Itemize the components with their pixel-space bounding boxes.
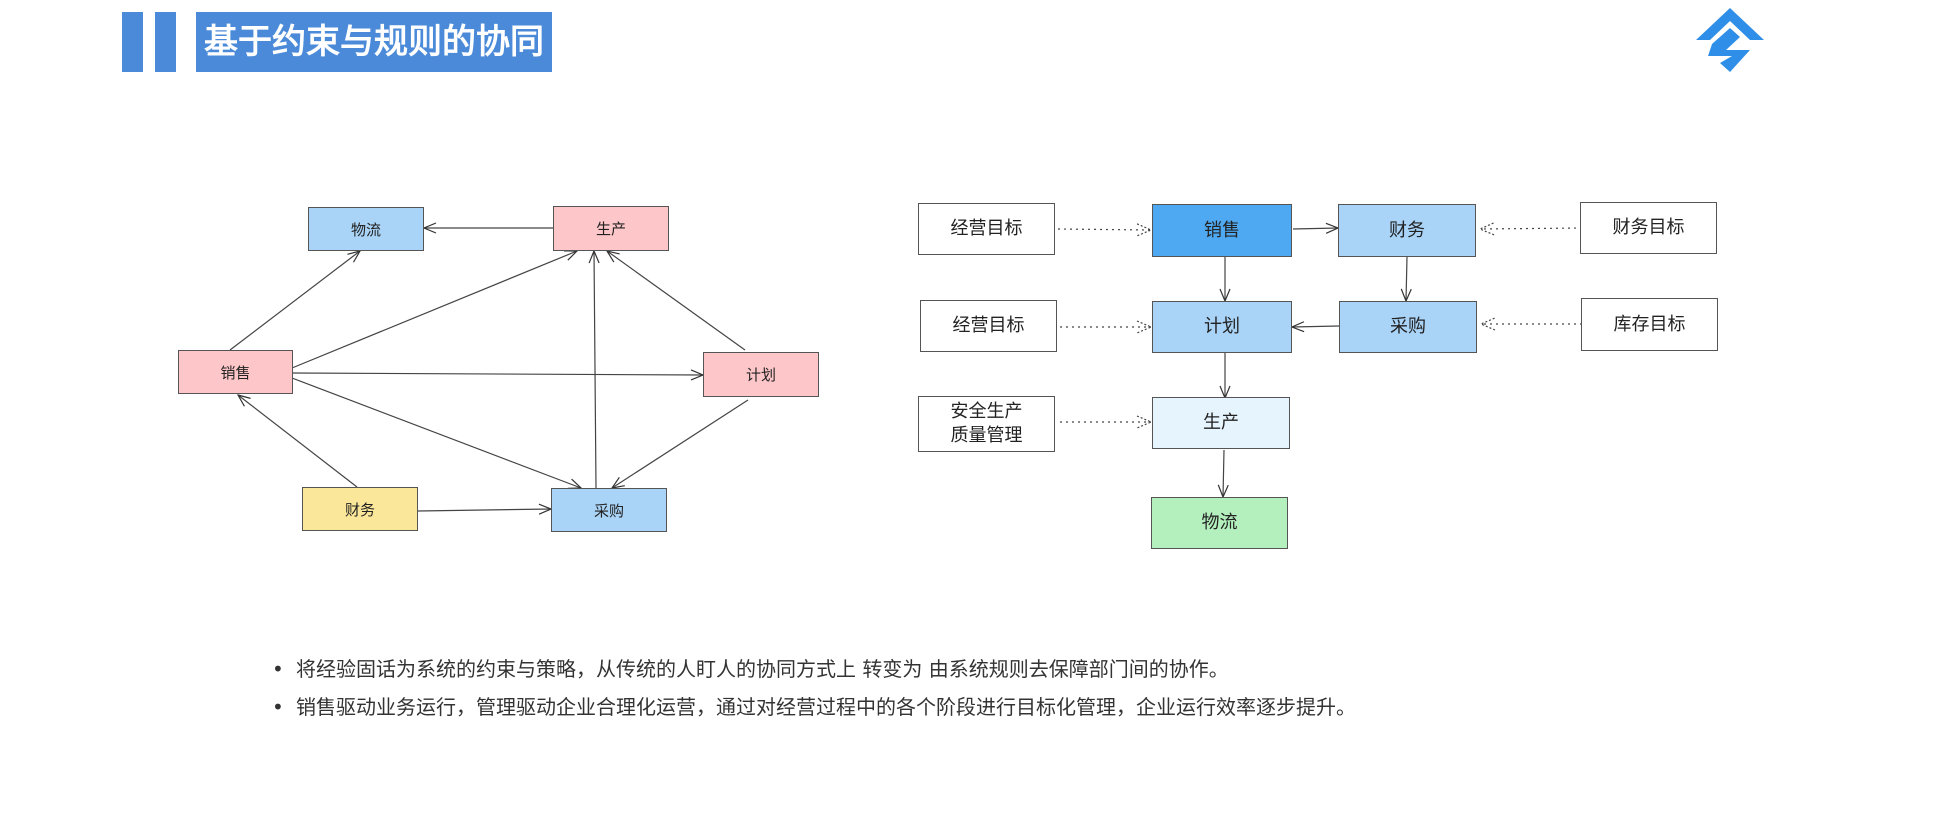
dashed-caiwutarget-caiwu bbox=[1480, 228, 1583, 229]
bullet-text: 销售驱动业务运行，管理驱动企业合理化运营，通过对经营过程中的各个阶段进行目标化管… bbox=[296, 695, 1356, 719]
title-accent-bar-1 bbox=[122, 12, 143, 72]
arrow-r-caigou-jihua bbox=[1292, 326, 1340, 327]
node-r-caiwu: 财务 bbox=[1338, 204, 1476, 257]
node-r-shengchan: 生产 bbox=[1152, 397, 1290, 449]
node-caigou: 采购 bbox=[551, 488, 667, 532]
arrow-r-xiaoshou-caiwu bbox=[1292, 228, 1338, 229]
node-jingying-target-1: 经营目标 bbox=[918, 203, 1055, 255]
arrow-caigou-shengchan bbox=[594, 251, 596, 489]
node-wuliu: 物流 bbox=[308, 207, 424, 251]
bullet-dot-icon: • bbox=[272, 657, 284, 681]
node-anquan-line1: 安全生产 bbox=[950, 401, 1023, 422]
node-anquan-line2: 质量管理 bbox=[950, 425, 1023, 446]
node-r-caigou: 采购 bbox=[1339, 301, 1477, 353]
arrow-caiwu-caigou bbox=[417, 509, 551, 511]
node-kucun-target: 库存目标 bbox=[1581, 298, 1718, 351]
node-caiwu-target: 财务目标 bbox=[1580, 202, 1717, 254]
arrow-xiaoshou-wuliu bbox=[229, 251, 360, 351]
arrow-r-shengchan-wuliu bbox=[1223, 449, 1224, 497]
page-title: 基于约束与规则的协同 bbox=[196, 12, 552, 72]
bullet-dot-icon: • bbox=[272, 695, 284, 719]
node-shengchan: 生产 bbox=[553, 206, 669, 251]
node-xiaoshou: 销售 bbox=[178, 350, 293, 394]
node-r-xiaoshou: 销售 bbox=[1152, 204, 1292, 257]
bullet-list: • 将经验固话为系统的约束与策略，从传统的人盯人的协同方式上 转变为 由系统规则… bbox=[272, 654, 1356, 730]
node-anquan-zhiliang: 安全生产 质量管理 bbox=[918, 396, 1055, 452]
node-jingying-target-2: 经营目标 bbox=[920, 300, 1057, 352]
bullet-text: 将经验固话为系统的约束与策略，从传统的人盯人的协同方式上 转变为 由系统规则去保… bbox=[296, 657, 1229, 681]
arrow-jihua-shengchan bbox=[607, 251, 746, 351]
node-r-wuliu: 物流 bbox=[1151, 497, 1288, 549]
dashed-jingying1-xiaoshou bbox=[1057, 229, 1151, 230]
node-r-jihua: 计划 bbox=[1152, 301, 1292, 353]
arrow-caiwu-xiaoshou bbox=[238, 395, 358, 488]
diamond-s-logo-icon bbox=[1696, 8, 1764, 72]
arrow-xiaoshou-jihua bbox=[291, 373, 703, 375]
arrow-xiaoshou-caigou bbox=[291, 377, 581, 488]
arrow-jihua-caigou bbox=[612, 399, 749, 488]
title-accent-bar-2 bbox=[155, 12, 176, 72]
node-caiwu: 财务 bbox=[302, 487, 418, 531]
bullet-item: • 将经验固话为系统的约束与策略，从传统的人盯人的协同方式上 转变为 由系统规则… bbox=[272, 654, 1356, 692]
bullet-item: • 销售驱动业务运行，管理驱动企业合理化运营，通过对经营过程中的各个阶段进行目标… bbox=[272, 692, 1356, 730]
arrow-r-caiwu-caigou bbox=[1406, 256, 1407, 301]
arrow-xiaoshou-shengchan bbox=[291, 251, 577, 369]
node-jihua: 计划 bbox=[703, 352, 819, 397]
